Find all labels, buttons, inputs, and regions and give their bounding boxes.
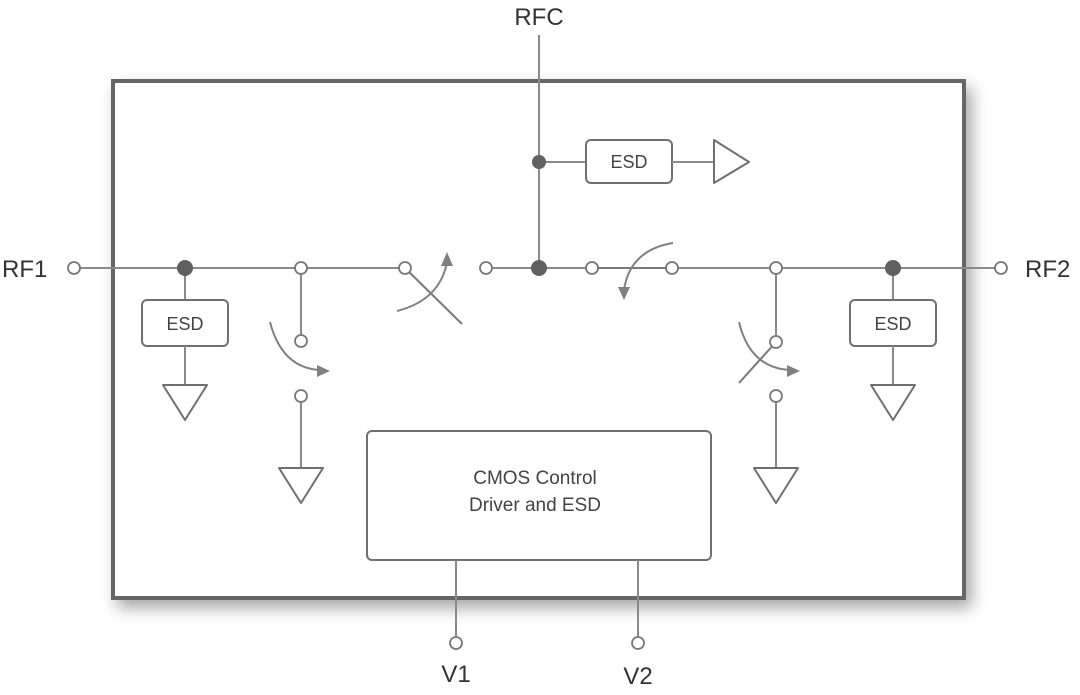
pin-label-v2: V2 [623,663,652,690]
series-switch-rf1 [404,267,463,325]
esd-label-rf2: ESD [874,314,911,334]
ground-symbol-rf2-esd [870,384,916,421]
node-rf2-pin [994,261,1008,275]
node-v1-pin [449,636,463,650]
control-label-line1: CMOS Control [473,468,597,489]
junction-dot-rfc-esd [532,155,546,169]
node-v2-pin [631,636,645,650]
shunt-switch-rf2 [738,341,777,384]
pin-label-v1: V1 [441,661,470,688]
pin-label-rf2: RF2 [1025,256,1070,283]
junction-dot-rf1-esd [177,260,193,276]
esd-label-rf1: ESD [166,314,203,334]
control-label-line2: Driver and ESD [469,495,601,516]
ground-symbol-rfc [713,139,750,184]
junction-dot-rf2-esd [885,260,901,276]
esd-label-rfc: ESD [610,152,647,172]
junction-dot-rfc [531,260,547,276]
pin-label-rf1: RF1 [2,256,47,283]
ground-symbol-rf2-shunt [753,467,799,504]
cmos-control-block [366,430,712,561]
node-rf1-pin [67,261,81,275]
ground-symbol-rf1-esd [162,384,208,421]
ground-symbol-rf1-shunt [278,467,324,504]
pin-label-rfc: RFC [514,4,563,31]
